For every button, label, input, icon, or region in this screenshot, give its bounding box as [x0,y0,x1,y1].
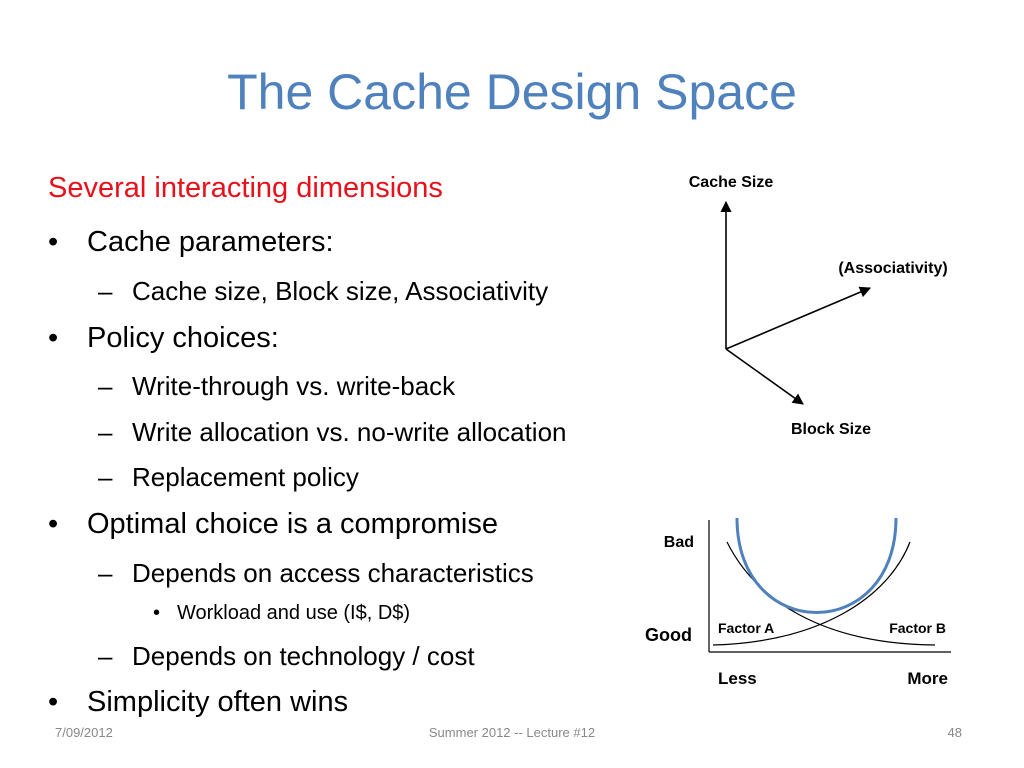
bullet-optimal-choice: • Optimal choice is a compromise [48,508,498,541]
factor-a-curve [726,541,936,646]
sub-bullet-access-characteristics: –Depends on access characteristics [98,558,534,589]
dash-marker: – [98,462,113,492]
bullet-text: Depends on access characteristics [132,558,534,588]
bullet-cache-parameters: • Cache parameters: [48,226,334,259]
associativity-label: (Associativity) [838,260,947,277]
sub-bullet-cache-size: –Cache size, Block size, Associativity [98,276,548,307]
sub-bullet-write-allocation: –Write allocation vs. no-write allocatio… [98,417,566,448]
bad-label: Bad [664,534,694,551]
more-label: More [907,669,948,688]
bullet-text: Simplicity often wins [87,686,349,718]
combined-optimum-curve [735,517,898,614]
bullet-text: Workload and use (I$, D$) [177,602,411,624]
block-size-axis [725,348,804,405]
footer-course: Summer 2012 -- Lecture #12 [428,725,596,740]
bullet-text: Policy choices: [87,322,279,354]
bullet-policy-choices: • Policy choices: [48,322,279,355]
good-label: Good [645,625,692,645]
dash-marker: – [98,276,113,306]
bullet-marker: • [48,226,59,258]
bullet-text: Replacement policy [132,462,359,492]
block-size-label: Block Size [791,421,871,438]
factor-b-curve [712,541,911,646]
cache-size-label: Cache Size [689,174,774,191]
bullet-marker: • [153,602,161,624]
sub-sub-bullet-workload: • Workload and use (I$, D$) [153,602,410,625]
sub-bullet-technology-cost: –Depends on technology / cost [98,641,475,672]
factor-b-label: Factor B [889,620,946,636]
associativity-axis [725,286,872,350]
factor-a-label: Factor A [718,620,774,636]
sub-bullet-write-through: –Write-through vs. write-back [98,371,455,402]
bullet-text: Optimal choice is a compromise [87,508,498,540]
section-heading: Several interacting dimensions [48,172,443,204]
sub-bullet-replacement-policy: –Replacement policy [98,462,359,493]
bullet-text: Cache size, Block size, Associativity [132,276,549,306]
bullet-simplicity: • Simplicity often wins [48,686,348,719]
bullet-text: Write-through vs. write-back [132,371,456,401]
dash-marker: – [98,641,113,671]
dash-marker: – [98,558,113,588]
footer-page-number: 48 [947,725,962,740]
bullet-text: Cache parameters: [87,226,334,258]
bullet-text: Depends on technology / cost [132,641,475,671]
dash-marker: – [98,417,113,447]
bullet-marker: • [48,322,59,354]
footer-date: 7/09/2012 [55,725,113,740]
bullet-marker: • [48,686,59,718]
dash-marker: – [98,371,113,401]
less-label: Less [718,669,757,688]
bullet-text: Write allocation vs. no-write allocation [132,417,567,447]
slide-title: The Cache Design Space [227,64,797,120]
bullet-marker: • [48,508,59,540]
